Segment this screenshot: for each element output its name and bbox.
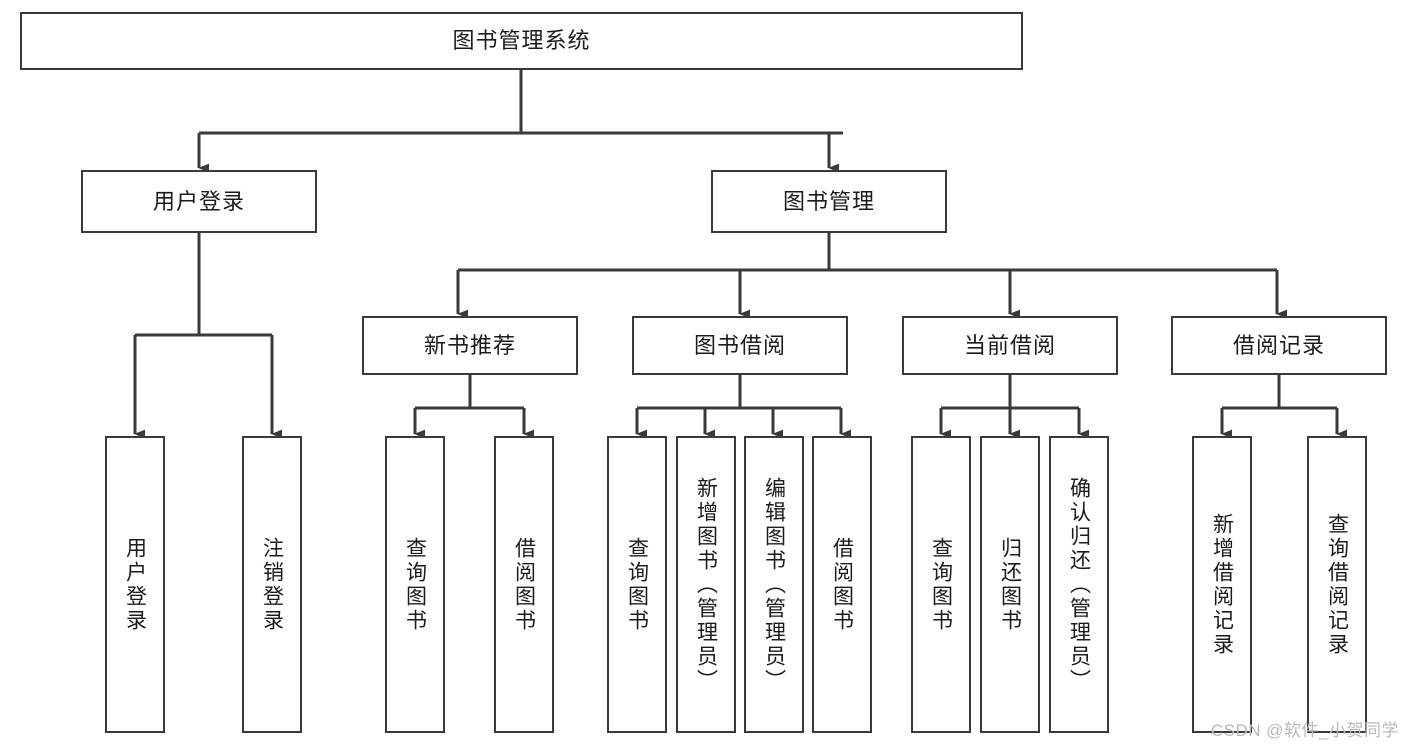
node-label: 确认归还（管理员） <box>1067 476 1091 693</box>
leaf-add-book-admin[interactable]: 新增图书（管理员） <box>676 436 736 733</box>
node-label: 查询图书 <box>403 536 427 633</box>
leaf-confirm-return-admin[interactable]: 确认归还（管理员） <box>1049 436 1109 733</box>
node-label: 新书推荐 <box>423 332 516 358</box>
node-label: 借阅图书 <box>512 536 536 633</box>
node-book-borrow[interactable]: 图书借阅 <box>632 316 848 375</box>
node-label: 当前借阅 <box>963 332 1056 358</box>
leaf-logout[interactable]: 注销登录 <box>242 436 302 733</box>
watermark: CSDN @软件_小贺同学 <box>1210 721 1399 740</box>
node-label: 用户登录 <box>123 536 147 633</box>
node-user-login[interactable]: 用户登录 <box>81 170 317 233</box>
node-root-system[interactable]: 图书管理系统 <box>20 12 1023 70</box>
node-label: 图书借阅 <box>693 332 786 358</box>
node-label: 用户登录 <box>152 188 245 214</box>
node-label: 图书管理 <box>782 188 875 214</box>
leaf-borrow-books[interactable]: 借阅图书 <box>812 436 872 733</box>
node-borrow-records[interactable]: 借阅记录 <box>1171 316 1387 375</box>
leaf-query-borrow-record[interactable]: 查询借阅记录 <box>1307 436 1367 733</box>
leaf-return-books[interactable]: 归还图书 <box>980 436 1040 733</box>
node-label: 注销登录 <box>260 536 284 633</box>
node-book-management[interactable]: 图书管理 <box>711 170 947 233</box>
node-label: 新增借阅记录 <box>1210 512 1234 657</box>
leaf-user-login[interactable]: 用户登录 <box>105 436 165 733</box>
leaf-edit-book-admin[interactable]: 编辑图书（管理员） <box>744 436 804 733</box>
node-new-book-recommend[interactable]: 新书推荐 <box>362 316 578 375</box>
node-label: 借阅记录 <box>1232 332 1325 358</box>
node-label: 借阅图书 <box>830 536 854 633</box>
node-label: 图书管理系统 <box>452 28 591 54</box>
node-label: 查询图书 <box>625 536 649 633</box>
node-label: 归还图书 <box>998 536 1022 633</box>
node-label: 查询借阅记录 <box>1325 512 1349 657</box>
node-label: 查询图书 <box>929 536 953 633</box>
leaf-borrow-books-recommend[interactable]: 借阅图书 <box>494 436 554 733</box>
leaf-query-books-recommend[interactable]: 查询图书 <box>385 436 445 733</box>
node-current-borrow[interactable]: 当前借阅 <box>902 316 1118 375</box>
leaf-add-borrow-record[interactable]: 新增借阅记录 <box>1192 436 1252 733</box>
node-label: 新增图书（管理员） <box>694 476 718 693</box>
leaf-query-books-borrow[interactable]: 查询图书 <box>607 436 667 733</box>
node-label: 编辑图书（管理员） <box>762 476 786 693</box>
leaf-query-books-current[interactable]: 查询图书 <box>911 436 971 733</box>
